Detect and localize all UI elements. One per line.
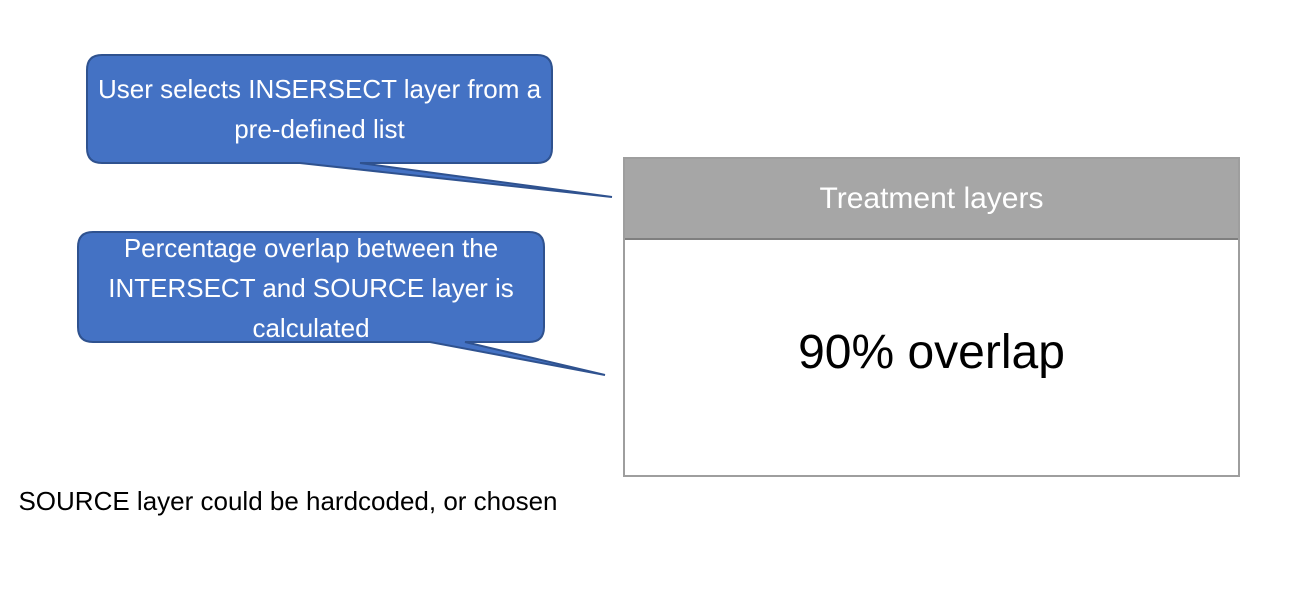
callout-2-bubble — [77, 231, 606, 376]
treatment-layers-table: Treatment layers 90% overlap — [623, 157, 1240, 477]
source-layer-note: SOURCE layer could be hardcoded, or chos… — [18, 486, 558, 516]
table-header-treatment-layers: Treatment layers — [625, 159, 1238, 240]
callout-user-selects-intersect: User selects INSERSECT layer from a pre-… — [97, 74, 542, 144]
callout-1-bubble — [86, 54, 613, 198]
overlap-value: 90% overlap — [798, 326, 1065, 379]
callout-percentage-overlap: Percentage overlap between the INTERSECT… — [108, 233, 514, 343]
